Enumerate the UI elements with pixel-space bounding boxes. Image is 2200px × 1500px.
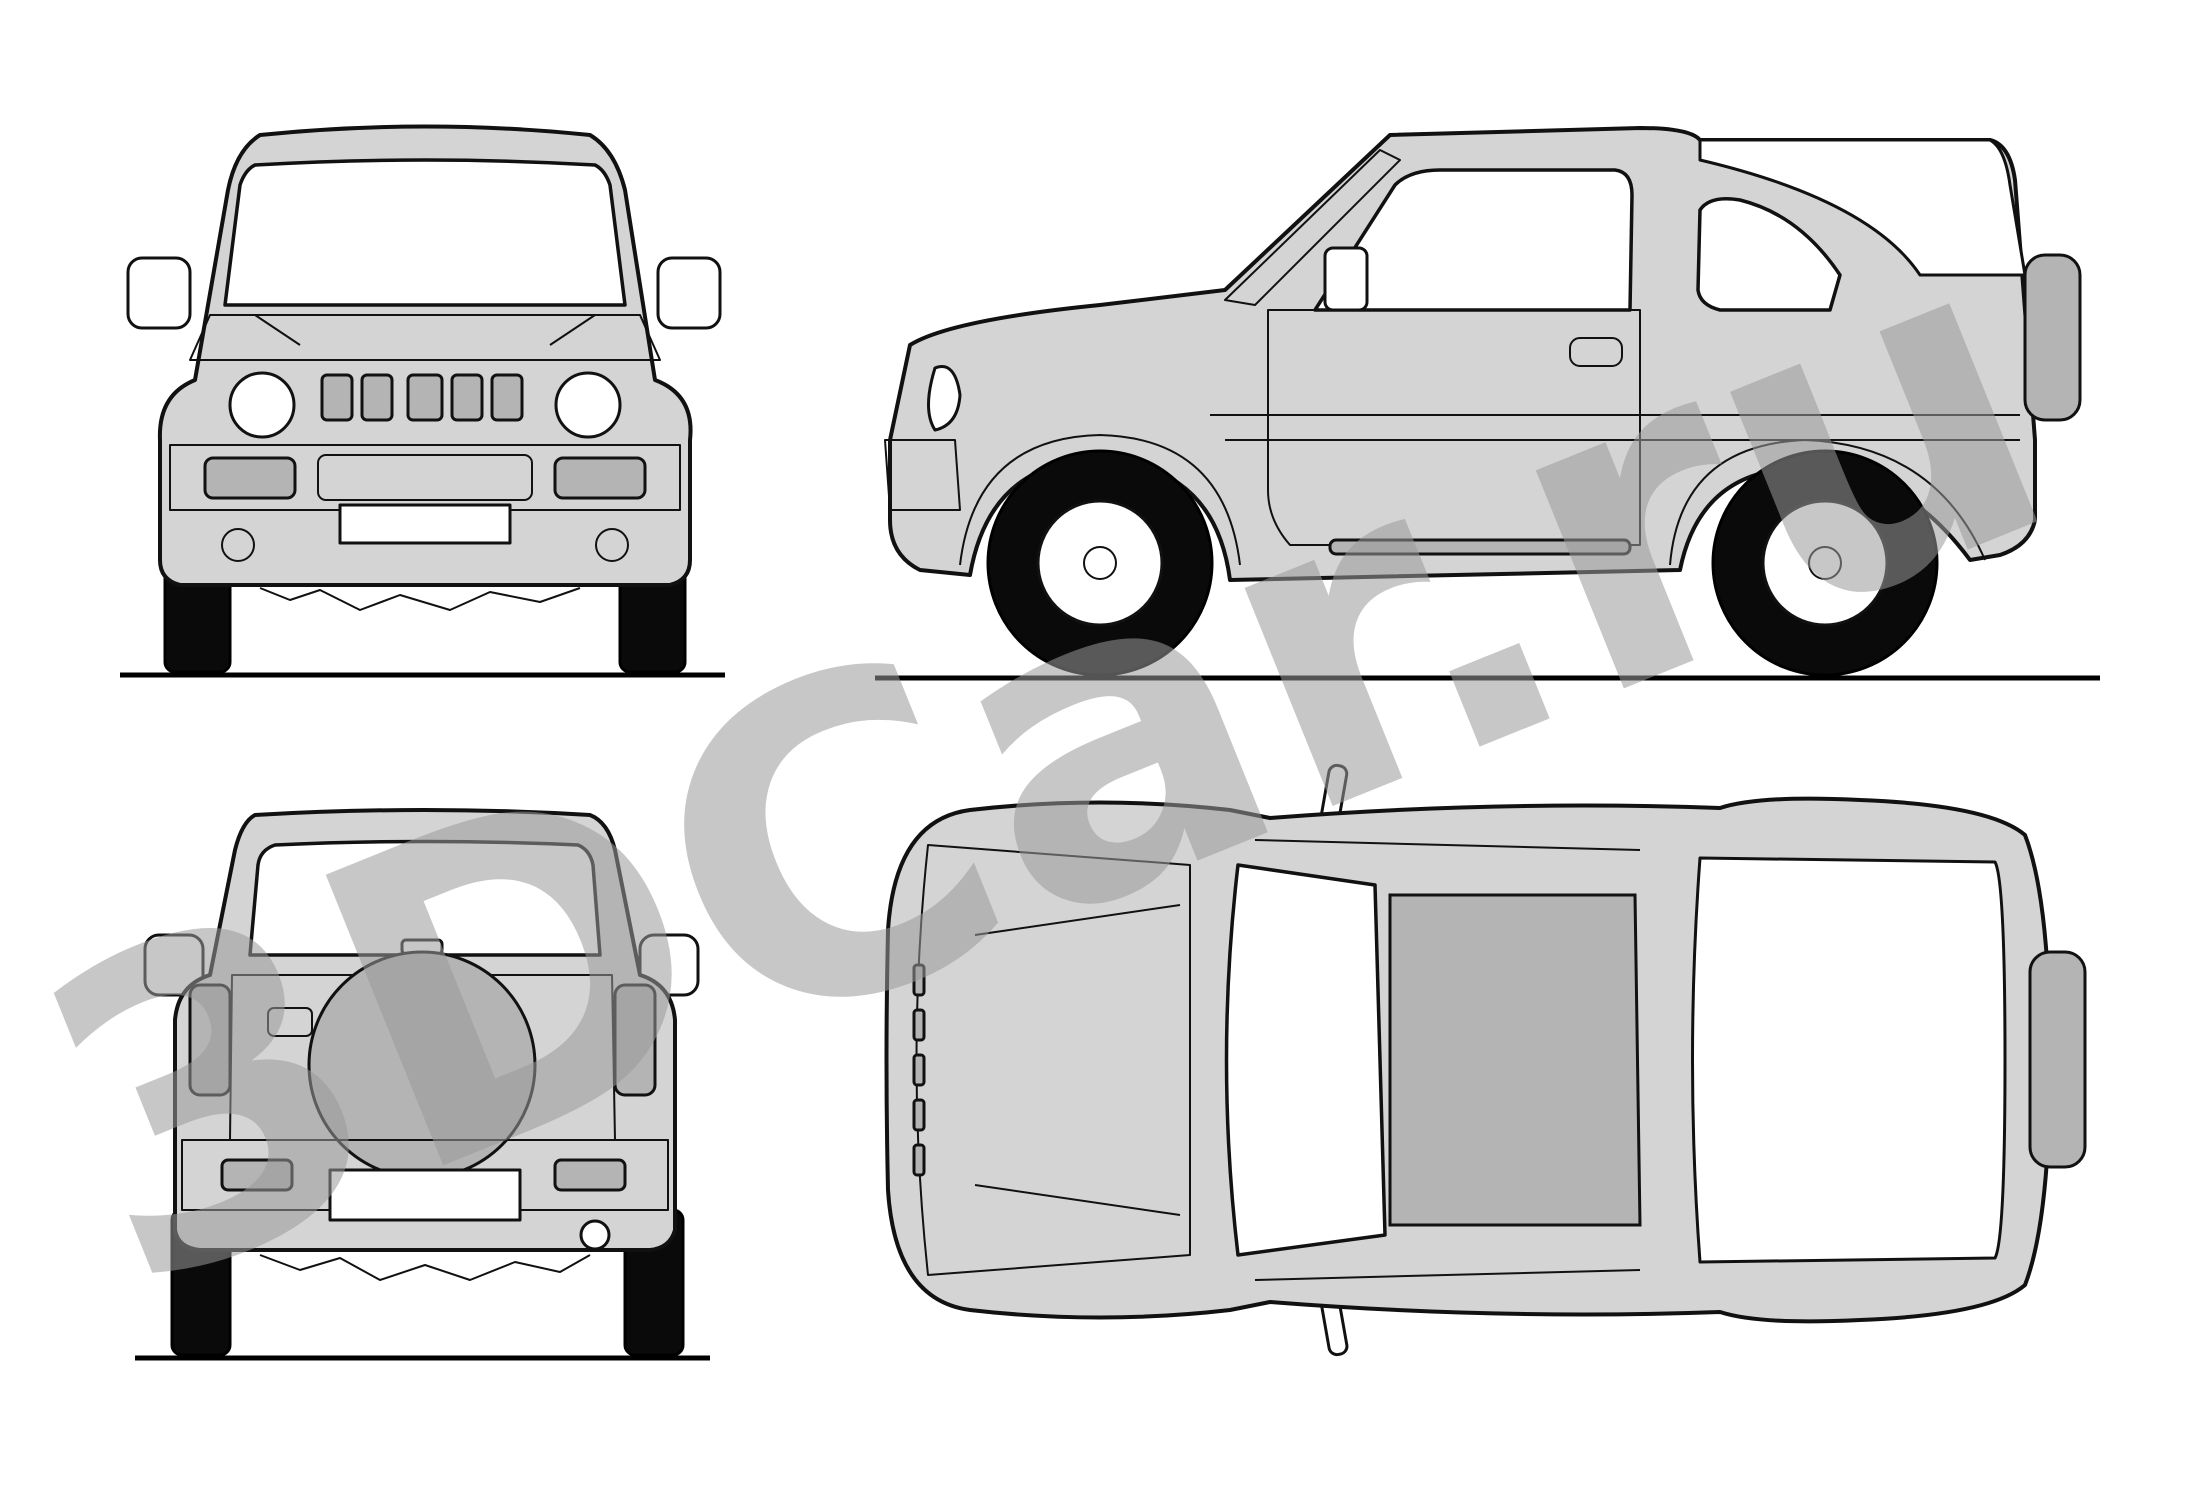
- front-left-mirror: [126, 256, 192, 330]
- front-hood: [189, 314, 661, 361]
- front-left-headlight: [228, 371, 296, 439]
- front-hood-vent-right: [549, 314, 596, 346]
- side-rear-window: [1696, 197, 1842, 312]
- side-rear-rim: [1761, 499, 1889, 627]
- rear-bumper: [181, 1139, 669, 1211]
- side-front-wheel-arch: [959, 434, 1241, 566]
- side-front-rim: [1036, 499, 1164, 627]
- rear-right-tail-light: [613, 983, 657, 1097]
- top-hood-line-right: [974, 1184, 1181, 1216]
- top-view: [884, 763, 2087, 1357]
- rear-left-mirror: [143, 933, 205, 997]
- front-windshield: [223, 158, 627, 307]
- top-windshield: [1224, 863, 1387, 1257]
- front-underbody: [259, 587, 581, 611]
- side-spare-wheel: [2023, 253, 2082, 422]
- top-left-door-line: [1254, 839, 1641, 851]
- front-left-fog-lamp: [221, 528, 255, 562]
- front-right-headlight: [554, 371, 622, 439]
- top-hood: [915, 844, 1191, 1276]
- side-view: [875, 126, 2100, 681]
- front-hood-vent-left: [254, 314, 301, 346]
- rear-left-tail-light: [188, 983, 232, 1097]
- side-mirror: [1323, 246, 1369, 312]
- front-view: [120, 124, 725, 678]
- rear-tow-hitch: [579, 1219, 611, 1251]
- side-rear-hub: [1808, 546, 1842, 580]
- rear-handle: [267, 1007, 313, 1037]
- front-license-plate: [338, 503, 512, 545]
- front-right-mirror: [656, 256, 722, 330]
- rear-view: [135, 808, 710, 1361]
- side-soft-top: [1698, 138, 2027, 277]
- front-bumper: [169, 444, 681, 511]
- front-right-fog-lamp: [595, 528, 629, 562]
- front-right-indicator: [553, 456, 647, 500]
- front-left-indicator: [203, 456, 297, 500]
- side-a-pillar: [1224, 149, 1401, 306]
- rear-underbody: [259, 1254, 591, 1281]
- top-roof: [1388, 893, 1642, 1227]
- rear-window: [248, 839, 602, 957]
- side-door-window: [1313, 168, 1634, 312]
- side-rear-wheel-arch: [1669, 439, 1986, 566]
- top-spare-wheel: [2028, 950, 2087, 1169]
- rear-left-bumper-lamp: [220, 1158, 294, 1192]
- front-air-intake: [317, 454, 533, 501]
- side-front-bumper: [884, 439, 961, 511]
- top-right-door-line: [1254, 1269, 1641, 1281]
- top-soft-top: [1691, 856, 2007, 1264]
- rear-right-bumper-lamp: [553, 1158, 627, 1192]
- front-grille: [320, 373, 524, 422]
- side-door-handle: [1569, 337, 1623, 367]
- side-step-bar: [1328, 538, 1632, 556]
- rear-license-plate: [328, 1168, 522, 1222]
- top-hood-line-left: [974, 904, 1181, 936]
- top-grille: [912, 963, 926, 1177]
- side-front-hub: [1083, 546, 1117, 580]
- side-headlight: [927, 365, 962, 432]
